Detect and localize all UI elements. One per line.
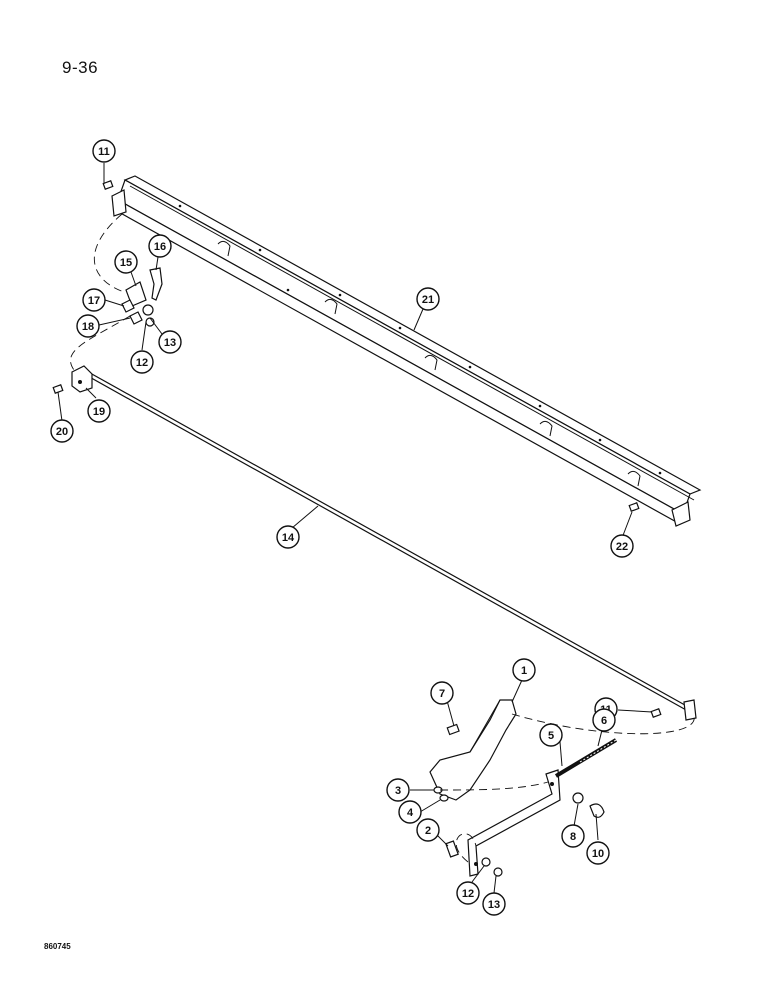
callout-12-lower: 12	[456, 881, 480, 905]
threaded-rod	[554, 738, 618, 778]
upper-bracket-assembly	[121, 267, 163, 327]
svg-text:16: 16	[154, 241, 166, 253]
svg-text:12: 12	[462, 888, 474, 900]
svg-text:20: 20	[56, 426, 68, 438]
svg-text:4: 4	[407, 807, 414, 819]
hardware-pieces	[52, 180, 662, 877]
svg-text:8: 8	[570, 831, 576, 843]
callout-13-lower: 13	[482, 892, 506, 916]
assembly-dashed-lines	[70, 213, 695, 863]
svg-text:11: 11	[98, 146, 110, 158]
rail-channel	[111, 175, 702, 527]
svg-text:6: 6	[601, 715, 607, 727]
svg-text:13: 13	[488, 899, 500, 911]
svg-text:10: 10	[592, 848, 604, 860]
svg-text:13: 13	[164, 337, 176, 349]
callout-15: 15	[114, 250, 138, 274]
svg-text:21: 21	[422, 294, 434, 306]
svg-text:2: 2	[425, 825, 431, 837]
svg-text:1: 1	[521, 665, 527, 677]
svg-text:15: 15	[120, 257, 132, 269]
callout-5: 5	[539, 723, 563, 747]
svg-text:18: 18	[82, 321, 94, 333]
svg-text:5: 5	[548, 730, 554, 742]
svg-text:14: 14	[282, 532, 295, 544]
callout-2: 2	[416, 818, 440, 842]
svg-text:12: 12	[136, 357, 148, 369]
callout-19: 19	[87, 399, 111, 423]
page-number: 9-36	[62, 58, 99, 77]
callout-13: 13	[158, 330, 182, 354]
callout-6: 6	[592, 708, 616, 732]
callout-3: 3	[386, 778, 410, 802]
callout-21: 21	[416, 287, 440, 311]
callout-14: 14	[276, 525, 300, 549]
svg-text:17: 17	[88, 295, 100, 307]
callout-17: 17	[82, 288, 106, 312]
callout-10: 10	[586, 841, 610, 865]
callout-4: 4	[398, 800, 422, 824]
callout-7: 7	[430, 681, 454, 705]
callout-1: 1	[512, 658, 536, 682]
leader-lines	[57, 163, 653, 894]
svg-text:22: 22	[616, 541, 628, 553]
callout-20: 20	[50, 419, 74, 443]
rod	[85, 371, 697, 721]
rod-end-block	[71, 365, 93, 393]
svg-text:3: 3	[395, 785, 401, 797]
figure-code: 860745	[44, 942, 71, 951]
callout-18: 18	[76, 314, 100, 338]
callout-22: 22	[610, 534, 634, 558]
svg-text:19: 19	[93, 406, 105, 418]
svg-text:7: 7	[439, 688, 445, 700]
callout-8: 8	[561, 824, 585, 848]
lower-formed-bracket	[429, 699, 517, 801]
callout-16: 16	[148, 234, 172, 258]
lever-arm	[467, 769, 561, 877]
callout-12: 12	[130, 350, 154, 374]
callout-11: 11	[92, 139, 116, 163]
